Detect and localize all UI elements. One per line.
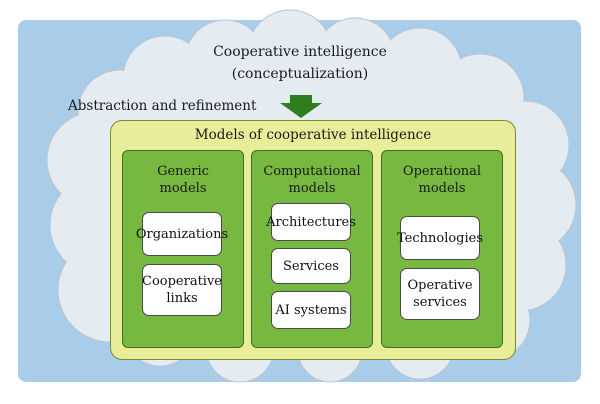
header-title-line1: Cooperative intelligence [213,44,387,60]
computational-models-title: Computational models [263,164,361,196]
ai-systems-box: AI systems [271,291,351,329]
operative-services-box: Operative services [400,268,480,320]
operative-services-label: Operative services [407,278,473,310]
models-container-title: Models of cooperative intelligence [194,127,432,143]
technologies-box: Technologies [396,216,484,260]
cooperative-links-label: Cooperative links [142,274,222,306]
architectures-box: Architectures [266,203,356,241]
ai-systems-label: AI systems [275,302,347,318]
abstraction-label: Abstraction and refinement [68,98,257,114]
operational-models-title: Operational models [402,164,482,196]
organizations-box: Organizations [136,212,228,256]
cooperative-links-box: Cooperative links [142,264,222,316]
services-label: Services [283,258,339,274]
organizations-label: Organizations [135,226,229,242]
header-title-line2: (conceptualization) [231,66,369,82]
architectures-label: Architectures [266,214,356,230]
technologies-label: Technologies [396,230,484,246]
generic-models-title: Generic models [157,164,209,196]
services-box: Services [271,248,351,284]
